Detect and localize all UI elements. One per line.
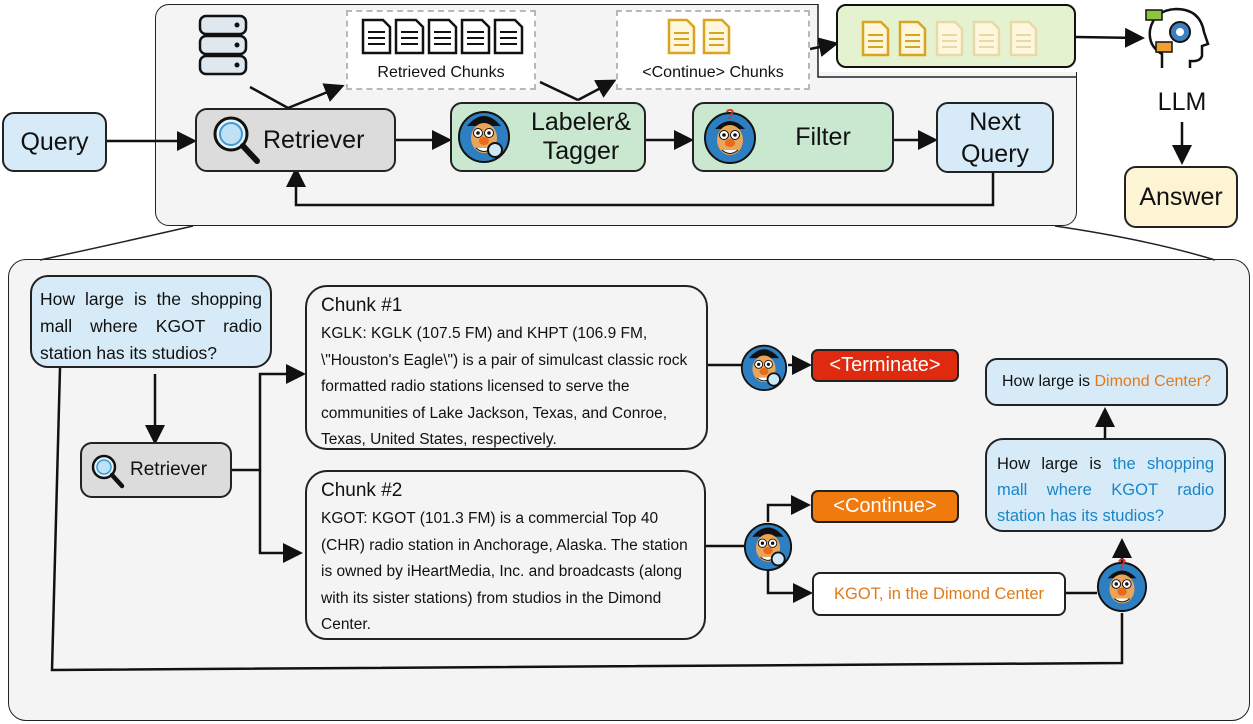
query-label: Query xyxy=(20,127,89,156)
question-box: How large is the shopping mall where KGO… xyxy=(30,275,272,368)
retrieved-chunks-label: Retrieved Chunks xyxy=(377,64,505,81)
bert-agent-icon-1 xyxy=(740,344,788,391)
final-highlight: Dimond Center? xyxy=(1094,373,1211,390)
retrieved-chunks-box: Retrieved Chunks xyxy=(346,10,536,90)
answer-box: Answer xyxy=(1124,166,1238,228)
retriever-label: Retriever xyxy=(263,125,365,154)
chunk-2-card: Chunk #2 KGOT: KGOT (101.3 FM) is a comm… xyxy=(305,470,706,640)
document-stack-icon xyxy=(361,18,524,55)
query-box: Query xyxy=(2,112,107,172)
labeler-label: Labeler& Tagger xyxy=(530,108,632,165)
question-text: How large is the shopping mall where KGO… xyxy=(40,289,262,363)
llm-label: LLM xyxy=(1157,88,1207,116)
chunk-1-text: KGLK: KGLK (107.5 FM) and KHPT (106.9 FM… xyxy=(321,325,688,448)
svg-text:?: ? xyxy=(725,107,734,123)
rewritten-highlight: the shopping mall where KGOT radio stati… xyxy=(997,455,1214,525)
final-prefix: How large is xyxy=(1002,373,1095,390)
chunk-1-title: Chunk #1 xyxy=(321,295,403,316)
continue-tag: <Continue> xyxy=(811,490,959,523)
svg-text:?: ? xyxy=(1118,557,1127,573)
continue-label: <Continue> xyxy=(833,495,937,517)
filtered-document-icon xyxy=(861,20,1038,57)
rewritten-query-box: How large is the shopping mall where KGO… xyxy=(985,438,1226,532)
bert-question-icon-2: ? xyxy=(1096,557,1148,612)
filter-label: Filter xyxy=(795,122,851,151)
continue-chunks-box: <Continue> Chunks xyxy=(616,10,810,90)
terminate-label: <Terminate> xyxy=(829,354,941,376)
bert-agent-icon-2 xyxy=(743,522,793,571)
kgot-note-box: KGOT, in the Dimond Center xyxy=(812,572,1066,616)
chunk-2-text: KGOT: KGOT (101.3 FM) is a commercial To… xyxy=(321,510,688,633)
magnifier-icon xyxy=(213,116,260,164)
rewritten-prefix: How large is xyxy=(997,455,1113,473)
next-query-label: Next Query xyxy=(960,107,1030,168)
bert-question-icon: ? xyxy=(704,107,756,164)
kgot-note-label: KGOT, in the Dimond Center xyxy=(833,584,1044,603)
bert-agent-icon xyxy=(458,111,510,163)
final-query-box: How large is Dimond Center? xyxy=(985,358,1228,406)
llm-head-icon xyxy=(1145,7,1210,68)
retriever-small-label: Retriever xyxy=(130,459,208,480)
next-query-box: Next Query xyxy=(936,102,1054,173)
magnifier-small-icon xyxy=(91,454,125,489)
answer-label: Answer xyxy=(1139,182,1223,211)
chunk-2-title: Chunk #2 xyxy=(321,480,403,501)
terminate-tag: <Terminate> xyxy=(811,349,959,382)
database-icon xyxy=(198,14,248,76)
filtered-chunks-box xyxy=(836,4,1076,68)
yellow-document-icon xyxy=(667,18,731,55)
chunk-1-card: Chunk #1 KGLK: KGLK (107.5 FM) and KHPT … xyxy=(305,285,708,450)
continue-chunks-label: <Continue> Chunks xyxy=(642,64,784,81)
